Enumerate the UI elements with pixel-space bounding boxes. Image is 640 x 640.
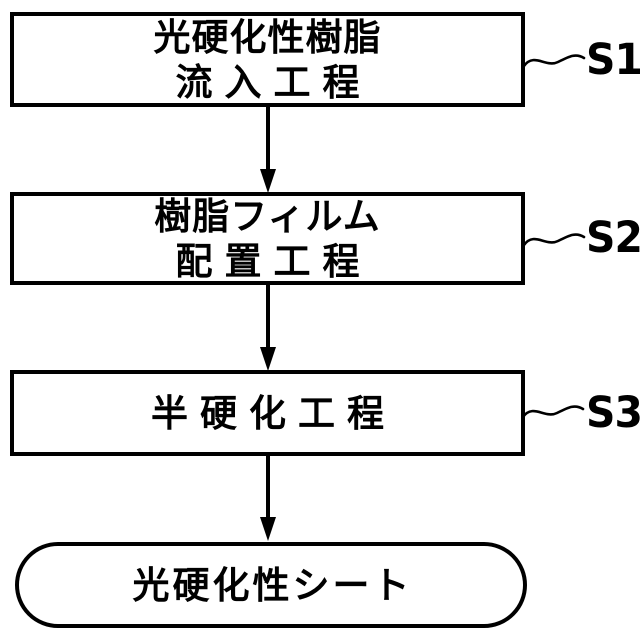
step-ref-label-s3: S3 — [586, 388, 640, 438]
flow-arrow-3 — [260, 456, 276, 541]
terminal-box-label: 光硬化性シート — [132, 563, 413, 607]
process-box-s2: 樹脂フィルム 配置工程 — [10, 192, 525, 285]
terminal-box: 光硬化性シート — [15, 542, 527, 628]
flow-arrow-1 — [260, 107, 276, 193]
process-box-s2-line2: 配置工程 — [175, 239, 372, 283]
process-box-s1-line2: 流入工程 — [175, 60, 372, 104]
step-ref-label-s1: S1 — [586, 35, 640, 85]
process-box-s1-line1: 光硬化性樹脂 — [153, 15, 382, 59]
connector-squiggle-s2 — [522, 233, 586, 247]
process-box-s3: 半硬化工程 — [10, 370, 525, 456]
connector-squiggle-s3 — [521, 405, 585, 419]
step-ref-label-s2: S2 — [586, 213, 640, 263]
process-box-s3-line1: 半硬化工程 — [151, 391, 396, 435]
process-box-s2-line1: 樹脂フィルム — [154, 194, 381, 238]
process-box-s1: 光硬化性樹脂 流入工程 — [10, 12, 525, 107]
flow-arrow-2 — [260, 285, 276, 371]
connector-squiggle-s1 — [522, 54, 586, 68]
